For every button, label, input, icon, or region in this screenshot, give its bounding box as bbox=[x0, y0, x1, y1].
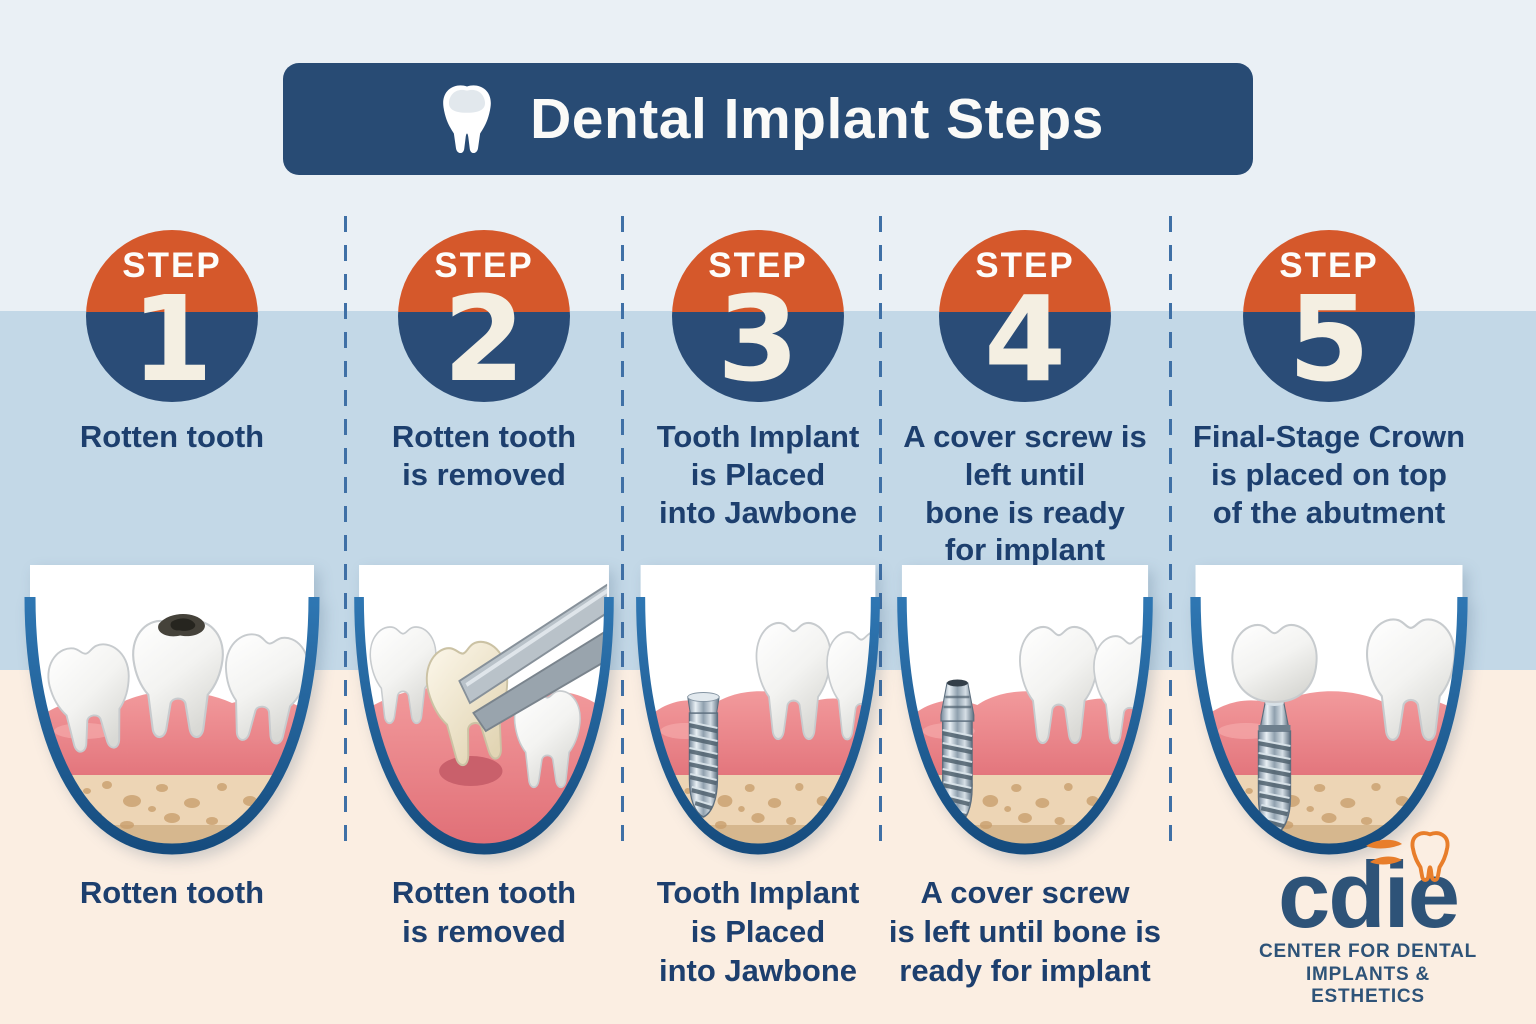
step-label: STEP bbox=[708, 246, 808, 285]
step-number: 3 bbox=[716, 270, 800, 402]
logo-line-1: CENTER FOR DENTAL bbox=[1258, 941, 1478, 963]
rotten-tooth-illustration bbox=[22, 565, 322, 855]
badge-navy-half bbox=[672, 312, 844, 402]
step-1-column: STEP 1 Rotten tooth Rotten to bbox=[22, 218, 322, 1024]
step-number: 1 bbox=[130, 270, 214, 402]
badge-orange-half bbox=[939, 230, 1111, 312]
step-2-illustration bbox=[352, 563, 616, 855]
step-1-caption: Rotten tooth bbox=[79, 875, 265, 910]
step-label: STEP bbox=[122, 246, 222, 285]
swoosh-icon bbox=[1366, 839, 1403, 865]
cover-screw-illustration bbox=[895, 565, 1155, 855]
implant-abutment-icon bbox=[1259, 699, 1291, 835]
clinic-logo: cdie CENTER FOR DENTAL IMPLANTS & ESTHET… bbox=[1248, 831, 1488, 1008]
step-5-illustration bbox=[1188, 563, 1470, 855]
tooth-icon bbox=[443, 85, 491, 154]
step-5-column: STEP 5 Final-Stage Crown is placed on to… bbox=[1188, 218, 1470, 1024]
forceps-icon bbox=[458, 577, 608, 733]
step-5-badge: STEP 5 bbox=[1243, 230, 1415, 402]
step-1-illustration bbox=[22, 563, 322, 855]
step-2-column: STEP 2 Rotten tooth is removed bbox=[352, 218, 616, 1024]
decay-spot bbox=[158, 614, 205, 637]
step-number: 5 bbox=[1287, 270, 1371, 402]
tooth-outline-icon bbox=[1410, 831, 1450, 882]
step-label: STEP bbox=[1279, 246, 1379, 285]
step-label: STEP bbox=[434, 246, 534, 285]
badge-orange-half bbox=[672, 230, 844, 312]
logo-mark: cdie bbox=[1278, 831, 1460, 942]
badge-navy-half bbox=[1243, 312, 1415, 402]
step-4-badge: STEP 4 bbox=[939, 230, 1111, 402]
column-divider bbox=[879, 216, 882, 850]
step-4-column: STEP 4 A cover screw is left until bone … bbox=[889, 218, 1161, 1024]
title-banner: Dental Implant Steps bbox=[283, 63, 1253, 175]
tooth-extraction-illustration bbox=[352, 565, 616, 855]
step-number: 4 bbox=[983, 270, 1067, 402]
badge-orange-half bbox=[86, 230, 258, 312]
step-3-badge: STEP 3 bbox=[672, 230, 844, 402]
step-3-caption: Tooth Implant is Placed into Jawbone bbox=[656, 875, 860, 988]
step-label: STEP bbox=[975, 246, 1075, 285]
badge-navy-half bbox=[86, 312, 258, 402]
logo-line-2: IMPLANTS & ESTHETICS bbox=[1305, 964, 1431, 1008]
implant-in-jawbone-illustration bbox=[634, 565, 882, 855]
implant-screw-icon bbox=[687, 691, 720, 818]
step-3-heading: Tooth Implant is Placed into Jawbone bbox=[656, 419, 860, 530]
step-2-heading: Rotten tooth is removed bbox=[391, 419, 577, 492]
step-4-caption: A cover screw is left until bone is read… bbox=[888, 875, 1162, 988]
step-number: 2 bbox=[442, 270, 526, 402]
logo-wordmark: cdie bbox=[1277, 842, 1460, 947]
column-divider bbox=[621, 216, 624, 850]
step-2-badge: STEP 2 bbox=[398, 230, 570, 402]
step-1-heading: Rotten tooth bbox=[79, 419, 265, 454]
step-4-heading: A cover screw is left until bone is read… bbox=[903, 419, 1147, 568]
step-4-illustration bbox=[895, 563, 1155, 855]
column-divider bbox=[344, 216, 347, 850]
crown-icon bbox=[1231, 623, 1318, 704]
step-3-illustration bbox=[634, 563, 882, 855]
badge-orange-half bbox=[1243, 230, 1415, 312]
step-5-heading: Final-Stage Crown is placed on top of th… bbox=[1192, 419, 1466, 530]
step-2-caption: Rotten tooth is removed bbox=[391, 875, 577, 949]
column-divider bbox=[1169, 216, 1172, 850]
step-3-column: STEP 3 Tooth Implant is Placed into Jawb… bbox=[634, 218, 882, 1024]
page-title: Dental Implant Steps bbox=[530, 87, 1104, 151]
badge-navy-half bbox=[939, 312, 1111, 402]
badge-orange-half bbox=[398, 230, 570, 312]
badge-navy-half bbox=[398, 312, 570, 402]
step-1-badge: STEP 1 bbox=[86, 230, 258, 402]
crown-on-abutment-illustration bbox=[1188, 565, 1470, 855]
